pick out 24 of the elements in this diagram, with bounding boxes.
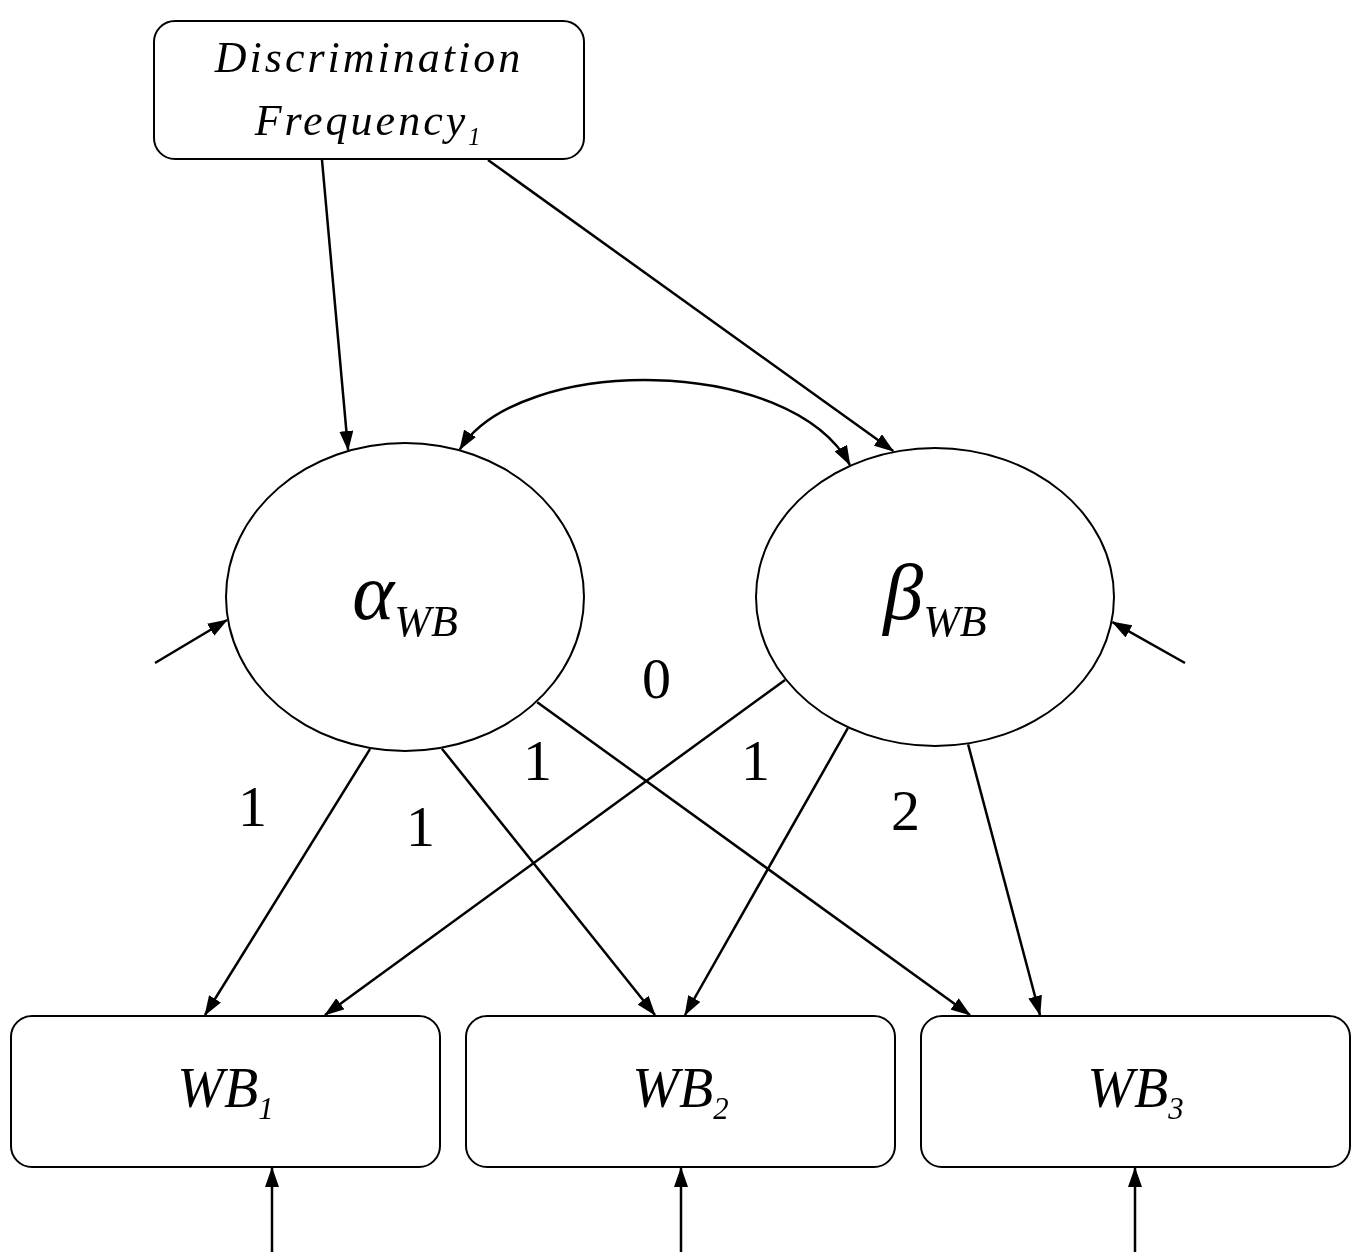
variable-box	[920, 1015, 1351, 1168]
variable-name: WB$_{2}$	[632, 1055, 729, 1128]
arrow	[154, 618, 228, 665]
variable-name: WB$_{3}$	[1087, 1055, 1184, 1128]
variable-box	[10, 1015, 441, 1168]
variable-name: β$_{WB}$	[883, 547, 987, 647]
arrow	[1128, 1167, 1142, 1252]
arrow	[265, 1167, 279, 1252]
arrow	[1111, 621, 1186, 665]
arrow	[966, 744, 1042, 1016]
arrow	[487, 159, 895, 453]
arrow	[683, 727, 849, 1016]
curved-arrow	[458, 379, 851, 466]
arrow	[203, 748, 372, 1016]
arrow	[674, 1167, 688, 1252]
arrow	[440, 747, 656, 1016]
arrow	[536, 701, 971, 1016]
variable-name: α$_{WB}$	[352, 547, 458, 647]
arrow	[324, 678, 786, 1016]
variable-box	[153, 20, 585, 160]
variable-name: Discrimination Frequency$_{1}$	[213, 31, 525, 153]
variable-name: WB$_{1}$	[177, 1055, 274, 1128]
arrow	[320, 159, 354, 451]
variable-box	[465, 1015, 896, 1168]
